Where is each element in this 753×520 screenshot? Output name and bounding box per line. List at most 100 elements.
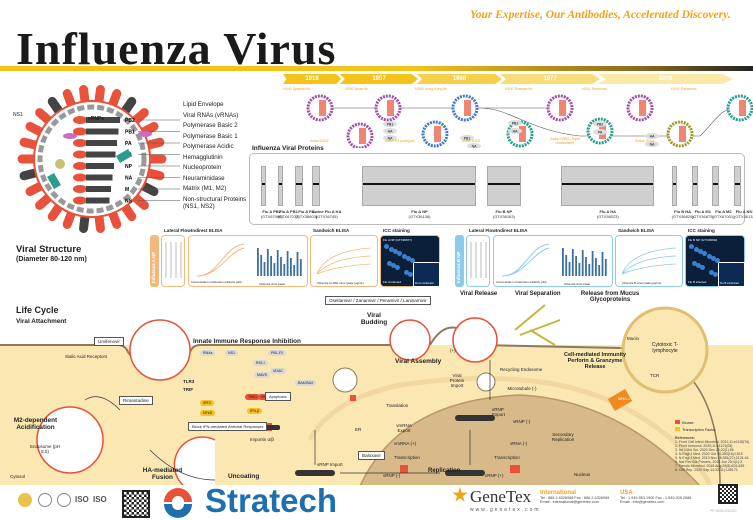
cell-nucleus: [408, 272, 413, 277]
apoptosis-label: Apoptosis: [265, 392, 291, 401]
transcription-label-1: Transcription: [394, 455, 420, 460]
assay-title: ICC staining: [688, 228, 715, 233]
lateral-flow-strip: [475, 242, 477, 278]
source-swine-h1n1: Swine H1N1: [635, 139, 655, 143]
elisa-bar: [273, 263, 276, 276]
cell-nucleus: [393, 249, 398, 254]
assay-title: Lateral Flow: [469, 228, 496, 233]
year-1968: 1968: [417, 74, 502, 84]
ha-spike: [130, 108, 149, 126]
source-avian-h1n1: Avian H1N1: [462, 139, 481, 143]
sandwich-xlabel: Influenza A H1N1 virus lysate (µg/mL): [317, 281, 364, 285]
reference-item: 5. N Engl J Med. 2019 Nov 28;381(22):212…: [675, 456, 749, 460]
blot-cat: (GTX67098): [260, 214, 283, 219]
blot-name: Flu A PB2: [262, 209, 282, 214]
elisa-bar: [571, 249, 574, 276]
blot-image: [277, 166, 284, 206]
gene-label: PB2: [597, 122, 604, 126]
polymerase-complex: [73, 127, 87, 136]
lifecycle-diagram: [0, 304, 721, 486]
elisa-bar: [565, 255, 568, 276]
elisa-bar: [581, 250, 584, 276]
segment-label: PB2: [125, 118, 135, 124]
vrnp-segment: [86, 140, 117, 146]
genome-segments: [387, 100, 394, 116]
cert-badge-icon: [57, 493, 71, 507]
blot-name: Flu A PA: [298, 209, 315, 214]
iso-badge-2: ISO: [93, 495, 107, 504]
elisa-bar: [260, 255, 263, 276]
elisa-bar-xlabel: Influenza virus lysate: [564, 282, 591, 286]
intl-email[interactable]: Email : international@genetex.com: [540, 500, 599, 504]
ha-spike: [47, 202, 64, 222]
blot-image: [712, 166, 720, 206]
blot-name: Flu A NS1: [735, 209, 753, 214]
elisa-bar: [575, 256, 577, 276]
legend-kinase: Kinase: [682, 421, 694, 425]
genetex-url[interactable]: www.genetex.com: [470, 507, 541, 513]
gene-pill: [508, 120, 522, 126]
icc-uninfected-label: Flu A uninfected: [415, 282, 434, 285]
pathway-node: IRF3: [200, 400, 214, 406]
kinase-swatch: [675, 420, 680, 424]
icc-inset: Flu B uninfected: [718, 262, 745, 287]
qr-code-right[interactable]: [718, 484, 738, 504]
assay-title: Indirect ELISA: [496, 228, 528, 233]
na-spike: [47, 96, 64, 116]
intl-title: International: [540, 490, 577, 496]
polymerase-complex: [73, 116, 87, 124]
reference-item: 4. N Engl J Med. 2020 Oct 15;383(16):151…: [675, 452, 743, 456]
ha-spike: [130, 192, 149, 210]
elisa-bar: [290, 258, 292, 276]
gene-pill: [645, 141, 659, 147]
cell-nucleus: [698, 249, 703, 254]
gene-label: HA: [388, 129, 394, 133]
mucus-release-label: Release from Mucus Glycoproteins: [580, 291, 640, 303]
blot-image: [486, 166, 521, 206]
assay-panel: [161, 235, 185, 287]
reference-item: 2. Front Immunol. 2020;11:e1121(08): [675, 444, 733, 448]
innate-immune-label: Innate Immune Response Inhibition: [193, 338, 301, 345]
elisa-bar-xlabel: Influenza virus lysate: [259, 282, 286, 286]
year-1977: 1977: [500, 74, 600, 84]
gene-label: NA: [650, 142, 656, 146]
cell-mediated-immunity-label: Cell-mediated Immunity Perforin & Granzy…: [563, 352, 627, 370]
virus-structure-diagram: PB2PB1PAHANPNAMNS: [17, 85, 180, 233]
label-ha: Hemagglutinin: [183, 153, 223, 161]
lateral-flow-strip: [480, 242, 482, 278]
cell-nucleus: [715, 258, 720, 263]
source-avian-h3: Avian H3 (subtype): [385, 139, 415, 143]
reference-item: 6. Nat Rev Dis Primers. 2018 Jun 28;4(1)…: [675, 460, 742, 464]
poster-code: PP-0000-230220: [710, 509, 737, 513]
lifecycle-legend: Kinase Transcription Factor: [675, 420, 716, 432]
contact-international: International Tel : 886.2.6326968 Fax : …: [540, 490, 609, 504]
strain-1977: H1N1 Russian flu: [505, 87, 533, 91]
viral-budding-label: Viral Budding: [360, 312, 388, 326]
vrnp-segment: [86, 174, 113, 181]
crnp-label: cRNP (+): [485, 473, 504, 478]
western-blot: Flu B NP (GTX36163): [486, 166, 521, 219]
vrnp-segment: [86, 163, 114, 169]
reference-item: 3. Int J Mol Sci. 2020 Dec 23;22(1):86: [675, 448, 734, 452]
ha-spike: [143, 168, 165, 181]
plus-label: (+): [450, 348, 456, 353]
gene-label: HA: [650, 134, 656, 138]
polymerase-complex: [73, 173, 87, 182]
page-title: Influenza Virus: [16, 23, 337, 74]
pathway-node: TBK1: [245, 394, 260, 400]
pathway-node: RNAs: [200, 350, 216, 356]
drug-umifenovir: Umifenovir: [94, 337, 124, 346]
vmrna-export-label: vmRNA Export: [396, 423, 412, 433]
references-title: References:: [675, 436, 696, 440]
label-pb2: Polymerase Basic 2: [183, 122, 238, 129]
elisa-bar: [257, 248, 259, 276]
genetex-logo-text: GeneTex: [470, 487, 532, 506]
lateral-flow-strip: [170, 242, 172, 278]
gene-pill: [383, 121, 397, 127]
usa-email[interactable]: Email : info@genetex.com: [620, 500, 665, 504]
label-vrnas: Viral RNAs (vRNAs): [183, 111, 239, 119]
lateral-flow-strip: [180, 242, 182, 278]
qr-code-left[interactable]: [122, 490, 150, 518]
cell-nucleus: [384, 244, 389, 249]
